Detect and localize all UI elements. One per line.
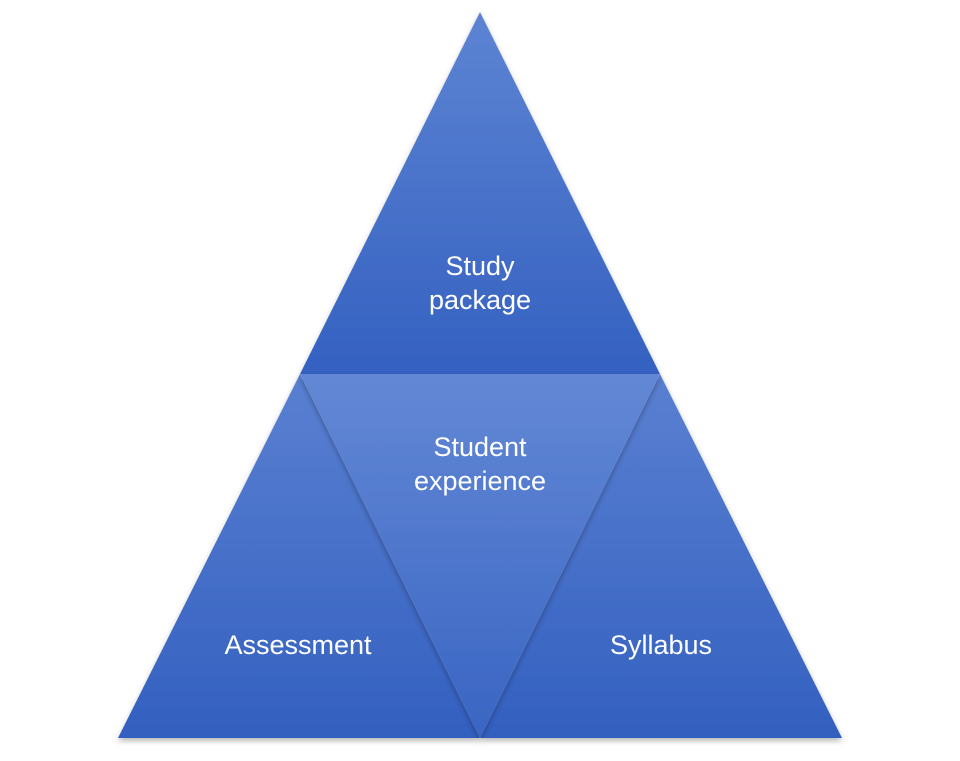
label-study-package-line2: package: [428, 285, 532, 315]
label-study-package-line1: Study: [445, 251, 515, 281]
segment-left: [118, 374, 480, 738]
label-student-experience-line1: Student: [433, 432, 527, 462]
segment-center: [300, 374, 660, 738]
label-assessment: Assessment: [224, 628, 371, 662]
label-assessment-line1: Assessment: [224, 630, 372, 660]
label-study-package: Study package: [429, 249, 531, 317]
label-syllabus-line1: Syllabus: [609, 630, 713, 660]
label-student-experience: Student experience: [414, 430, 546, 498]
label-syllabus: Syllabus: [610, 628, 712, 662]
segment-right: [480, 374, 842, 738]
segment-top: [300, 12, 660, 374]
label-student-experience-line2: experience: [413, 466, 547, 496]
